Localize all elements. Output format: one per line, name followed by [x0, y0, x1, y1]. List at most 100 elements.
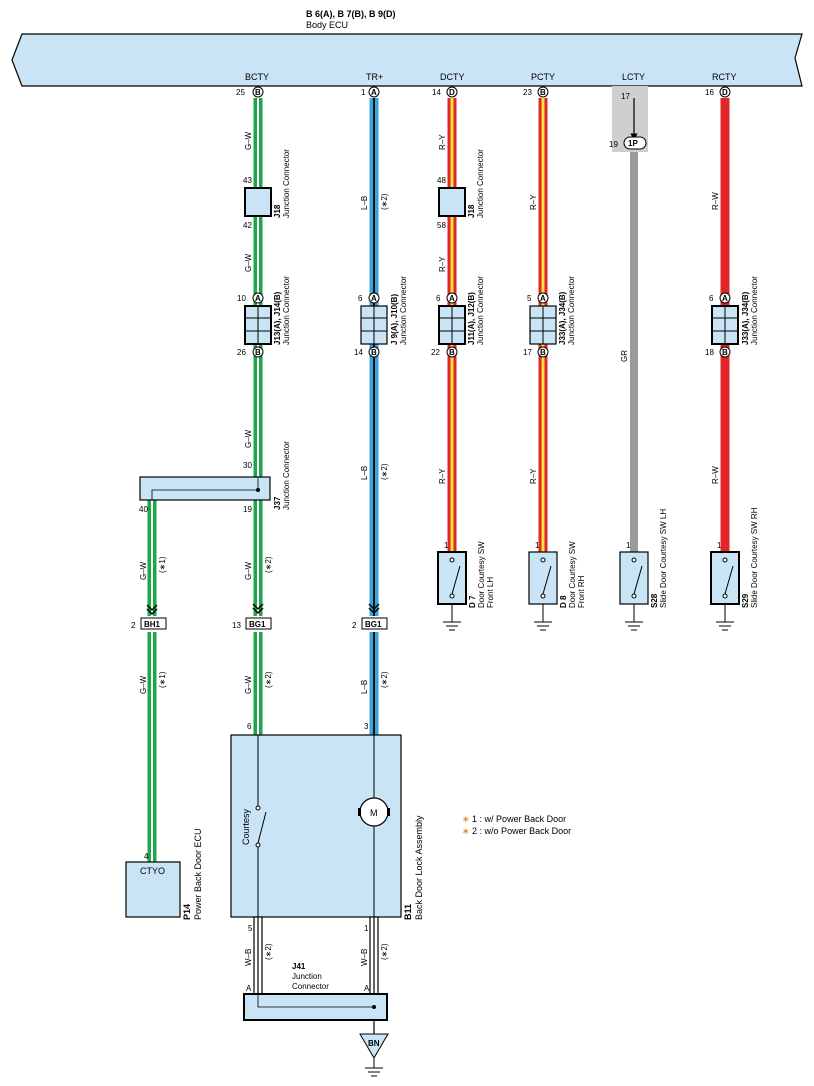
svg-text:(∗2): (∗2)	[380, 671, 389, 688]
svg-text:(∗2): (∗2)	[380, 193, 389, 210]
svg-text:J18: J18	[467, 204, 476, 218]
svg-text:42: 42	[243, 221, 252, 230]
svg-text:30: 30	[243, 461, 252, 470]
svg-text:(∗2): (∗2)	[264, 556, 273, 573]
j33-j34-connector-rcty: 6 A 18 B J33(A), J34(B) Junction Connect…	[705, 276, 759, 358]
svg-text:G–W: G–W	[244, 561, 253, 580]
svg-text:(∗1): (∗1)	[158, 671, 167, 688]
j18-right: 48 58 J18 Junction Connector	[437, 149, 485, 230]
svg-text:J13(A), J14(B): J13(A), J14(B)	[273, 291, 282, 345]
svg-text:W–B: W–B	[244, 949, 253, 966]
svg-text:BG1: BG1	[249, 620, 266, 629]
svg-text:(∗2): (∗2)	[380, 943, 389, 960]
svg-text:J33(A), J34(B): J33(A), J34(B)	[741, 291, 750, 345]
svg-text:D: D	[449, 88, 455, 97]
splice-bg1-tr: 2 BG1	[352, 603, 388, 630]
terminal-rcty: RCTY	[712, 72, 737, 82]
switch-d7: 1 D 7 Door Courtesy SW Front LH	[437, 541, 495, 631]
svg-text:R–Y: R–Y	[438, 256, 447, 272]
svg-text:6: 6	[358, 294, 363, 303]
terminal-pcty: PCTY	[531, 72, 555, 82]
svg-text:G–W: G–W	[244, 131, 253, 150]
j13-j14-connector: 10 A 26 B J13(A), J14(B) Junction Connec…	[237, 276, 291, 358]
svg-text:J41: J41	[292, 962, 306, 971]
svg-text:Connector: Connector	[292, 982, 329, 991]
svg-text:1: 1	[444, 541, 449, 550]
svg-text:J33(A), J34(B): J33(A), J34(B)	[558, 291, 567, 345]
terminal-dcty: DCTY	[440, 72, 465, 82]
svg-text:∗ 2 : w/o Power Back Door: ∗ 2 : w/o Power Back Door	[462, 826, 571, 836]
body-ecu-bar	[11, 33, 803, 87]
svg-text:Front LH: Front LH	[486, 577, 495, 608]
svg-text:BN: BN	[368, 1039, 380, 1048]
svg-text:G–W: G–W	[244, 429, 253, 448]
svg-text:S29: S29	[741, 593, 750, 608]
svg-text:G–W: G–W	[244, 675, 253, 694]
svg-text:GR: GR	[620, 350, 629, 362]
svg-text:43: 43	[243, 176, 252, 185]
terminal-tr-plus: TR+	[366, 72, 383, 82]
svg-text:14: 14	[432, 88, 441, 97]
svg-text:1: 1	[535, 541, 540, 550]
svg-text:17: 17	[621, 92, 630, 101]
svg-text:(∗1): (∗1)	[158, 556, 167, 573]
svg-text:A: A	[449, 294, 455, 303]
svg-text:Front RH: Front RH	[577, 575, 586, 608]
svg-text:13: 13	[232, 621, 241, 630]
svg-text:A: A	[255, 294, 261, 303]
svg-text:A: A	[246, 984, 252, 993]
svg-text:L–B: L–B	[360, 196, 369, 210]
svg-text:Slide Door Courtesy SW RH: Slide Door Courtesy SW RH	[750, 507, 759, 608]
svg-text:R–W: R–W	[711, 192, 720, 210]
svg-text:A: A	[540, 294, 546, 303]
j37-connector: 30 40 19 J37 Junction Connector	[139, 441, 291, 514]
svg-text:J37: J37	[273, 496, 282, 510]
svg-text:(∗2): (∗2)	[380, 463, 389, 480]
svg-text:58: 58	[437, 221, 446, 230]
svg-text:Junction Connector: Junction Connector	[282, 441, 291, 510]
j9-j10-connector: 6 A 14 B J 9(A), J10(B) Junction Connect…	[354, 276, 408, 358]
svg-text:W–B: W–B	[360, 949, 369, 966]
svg-text:3: 3	[364, 722, 369, 731]
svg-text:25: 25	[236, 88, 245, 97]
legend: ∗ 1 : w/ Power Back Door ∗ 2 : w/o Power…	[462, 814, 571, 836]
svg-text:G–W: G–W	[139, 675, 148, 694]
svg-text:G–W: G–W	[139, 561, 148, 580]
svg-text:Back Door Lock Assembly: Back Door Lock Assembly	[414, 815, 424, 920]
svg-text:(∗2): (∗2)	[264, 671, 273, 688]
terminal-lcty: LCTY	[622, 72, 645, 82]
svg-text:6: 6	[709, 294, 714, 303]
svg-text:R–Y: R–Y	[438, 134, 447, 150]
svg-text:BH1: BH1	[144, 620, 161, 629]
svg-text:R–Y: R–Y	[438, 468, 447, 484]
svg-text:S28: S28	[650, 593, 659, 608]
svg-text:23: 23	[523, 88, 532, 97]
svg-text:B: B	[540, 348, 546, 357]
svg-text:Junction Connector: Junction Connector	[282, 276, 291, 345]
svg-text:G–W: G–W	[244, 253, 253, 272]
svg-text:10: 10	[237, 294, 246, 303]
svg-text:(∗2): (∗2)	[264, 943, 273, 960]
svg-text:BG1: BG1	[365, 620, 382, 629]
splice-bg1-bcty: 13 BG1	[232, 603, 272, 630]
svg-text:6: 6	[247, 722, 252, 731]
b11-back-door-lock-assembly: 6 3 Courtesy M B11 Back Door Lock Assemb…	[230, 722, 424, 920]
svg-text:Power Back Door ECU: Power Back Door ECU	[193, 828, 203, 920]
wire-labels: G–W G–W G–W G–W (∗2) G–W (∗2) G–W (∗1) G…	[139, 131, 720, 966]
svg-text:L–B: L–B	[360, 466, 369, 480]
svg-text:M: M	[370, 808, 378, 818]
svg-text:D 8: D 8	[559, 595, 568, 608]
svg-text:J11(A), J12(B): J11(A), J12(B)	[467, 292, 476, 345]
svg-text:Slide Door Courtesy SW LH: Slide Door Courtesy SW LH	[659, 509, 668, 608]
j41-connector: J41 Junction Connector A A	[243, 962, 388, 1021]
svg-text:∗ 1 : w/ Power Back Door: ∗ 1 : w/ Power Back Door	[462, 814, 566, 824]
pin-1: 1	[364, 924, 369, 933]
svg-text:Junction: Junction	[292, 972, 322, 981]
svg-text:B11: B11	[403, 904, 413, 920]
svg-text:Junction Connector: Junction Connector	[476, 276, 485, 345]
svg-text:Courtesy: Courtesy	[241, 808, 251, 845]
svg-text:R–Y: R–Y	[529, 468, 538, 484]
svg-text:R–W: R–W	[711, 466, 720, 484]
svg-text:Door Courtesy SW: Door Courtesy SW	[477, 541, 486, 608]
